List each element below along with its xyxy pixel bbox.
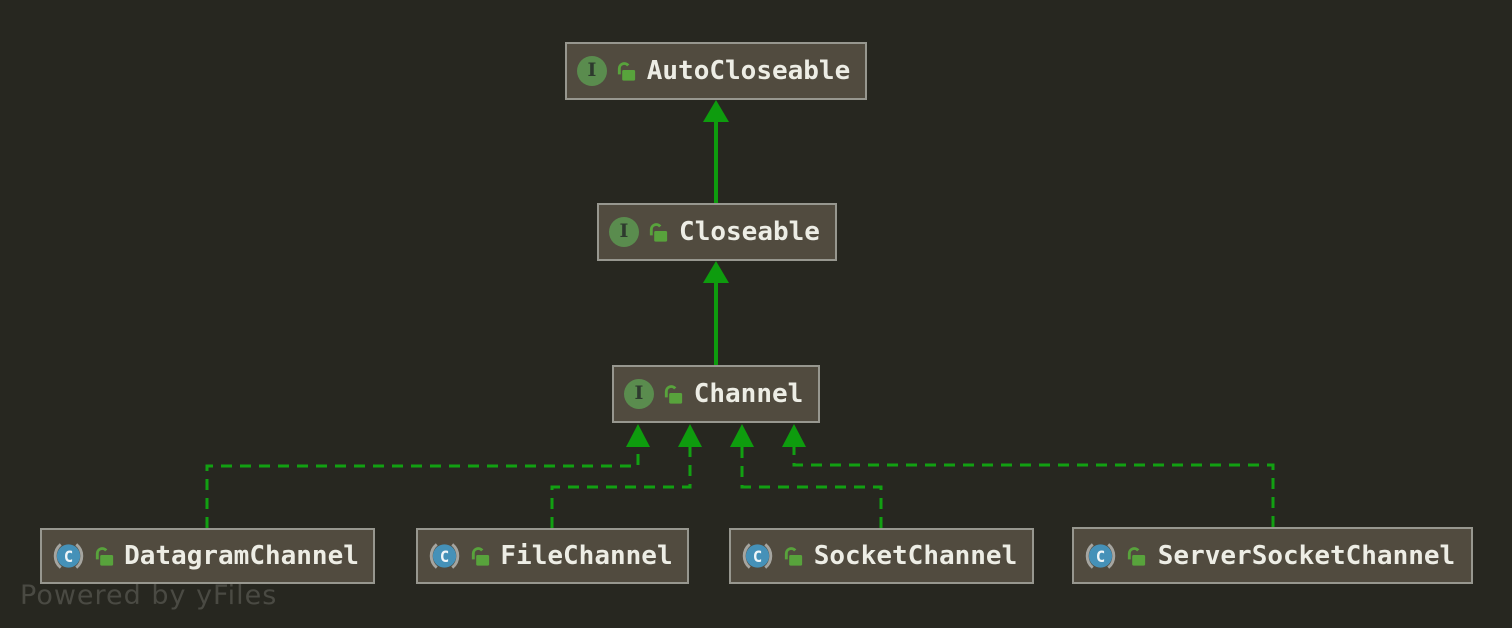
interface-icon-letter: I bbox=[634, 381, 644, 404]
public-lock-icon bbox=[617, 62, 636, 81]
interface-icon: I bbox=[624, 379, 654, 409]
node-label-socketchannel: SocketChannel bbox=[813, 541, 1018, 571]
edge-datagramchannel-implements-channel bbox=[205, 424, 650, 528]
interface-icon: I bbox=[609, 217, 639, 247]
node-label-datagramchannel: DatagramChannel bbox=[124, 541, 359, 571]
public-lock-icon bbox=[784, 547, 803, 566]
node-serversocketchannel[interactable]: C ServerSocketChannel bbox=[1072, 527, 1473, 584]
node-socketchannel[interactable]: C SocketChannel bbox=[729, 528, 1034, 584]
edge-channel-extends-closeable bbox=[703, 261, 729, 365]
class-icon-letter: C bbox=[440, 548, 449, 566]
public-lock-icon bbox=[95, 547, 114, 566]
class-icon-letter: C bbox=[1096, 547, 1105, 565]
node-label-autocloseable: AutoCloseable bbox=[646, 56, 851, 86]
public-lock-icon bbox=[649, 223, 668, 242]
class-icon-letter: C bbox=[64, 548, 73, 566]
public-lock-icon bbox=[664, 385, 683, 404]
node-closeable[interactable]: I Closeable bbox=[597, 203, 837, 261]
edge-filechannel-implements-channel bbox=[550, 424, 702, 528]
interface-icon-letter: I bbox=[587, 58, 597, 81]
node-autocloseable[interactable]: I AutoCloseable bbox=[565, 42, 867, 100]
class-icon-letter: C bbox=[753, 548, 762, 566]
node-label-filechannel: FileChannel bbox=[500, 541, 673, 571]
node-filechannel[interactable]: C FileChannel bbox=[416, 528, 689, 584]
public-lock-icon bbox=[1127, 546, 1146, 566]
interface-icon: I bbox=[577, 56, 607, 86]
node-datagramchannel[interactable]: C DatagramChannel bbox=[40, 528, 375, 584]
abstract-class-icon: C bbox=[742, 543, 773, 569]
node-label-serversocketchannel: ServerSocketChannel bbox=[1157, 540, 1456, 571]
edge-closeable-extends-autocloseable bbox=[703, 100, 729, 203]
abstract-class-icon: C bbox=[53, 543, 84, 569]
node-channel[interactable]: I Channel bbox=[612, 365, 820, 423]
edge-socketchannel-implements-channel bbox=[730, 424, 883, 528]
node-label-closeable: Closeable bbox=[679, 217, 820, 247]
abstract-class-icon: C bbox=[1085, 542, 1116, 569]
yfiles-watermark: Powered by yFiles bbox=[20, 580, 278, 611]
node-label-channel: Channel bbox=[693, 379, 804, 409]
abstract-class-icon: C bbox=[429, 543, 460, 569]
public-lock-icon bbox=[471, 547, 490, 566]
interface-icon-letter: I bbox=[619, 219, 629, 242]
edge-serversocketchannel-implements-channel bbox=[782, 424, 1275, 527]
